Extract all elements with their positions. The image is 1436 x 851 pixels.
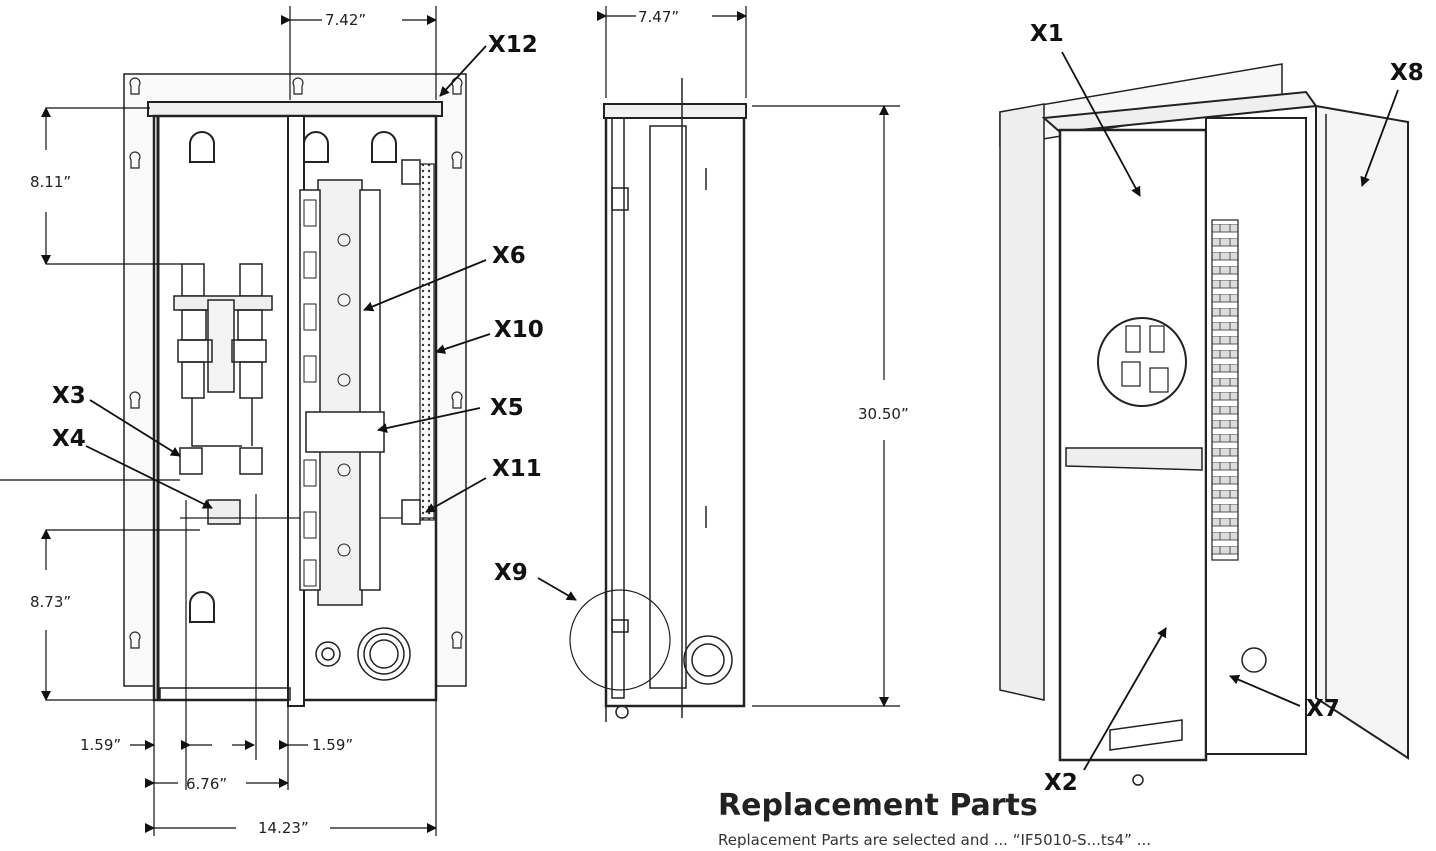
callout-x5: X5 [490,395,524,421]
dim-lower-height: 8.73” [30,593,71,611]
callout-x10: X10 [494,317,544,343]
callout-x6: X6 [492,243,526,269]
callout-leaders [85,45,1399,771]
dim-top-width-side: 7.47” [638,8,679,26]
side-view [569,78,747,722]
breaker-stack [299,179,385,606]
section-subtext: Replacement Parts are selected and ... “… [718,831,1152,849]
keyhole-slots [129,77,463,649]
front-dimension-lines [0,6,437,836]
dim-overall-height: 30.50” [858,405,909,423]
meter-socket-assembly [173,263,273,525]
callout-labels: X1 X2 X3 X4 X5 X6 X7 X8 X9 X10 X11 X12 [52,21,1424,796]
front-top-cap [147,101,443,117]
callout-x4: X4 [52,426,86,452]
dim-left-offset: 1.59” [80,736,121,754]
dim-inner-width: 6.76” [186,775,227,793]
callout-x2: X2 [1044,770,1078,796]
callout-x11: X11 [492,456,542,482]
dim-upper-height: 8.11” [30,173,71,191]
isometric-view [999,63,1409,786]
ground-bar [419,163,435,521]
front-view [123,73,467,707]
section-heading: Replacement Parts [718,788,1038,823]
iso-meter-opening [1097,317,1187,407]
detail-circle [569,589,671,691]
side-dimension-labels: 7.47” 30.50” [638,8,909,423]
iso-enclosure [1058,128,1208,762]
callout-x7: X7 [1306,696,1340,722]
front-dimension-labels: 7.42” 8.11” 8.73” 1.59” 1.59” 6.76” 14.2… [30,11,366,837]
iso-open-door [1315,104,1409,760]
callout-x3: X3 [52,383,86,409]
callout-x8: X8 [1390,60,1424,86]
callout-x9: X9 [494,560,528,586]
dim-top-width-front: 7.42” [325,11,366,29]
callout-x12: X12 [488,32,538,58]
iso-breaker-rack [1211,219,1239,561]
front-knockouts [189,131,397,623]
dim-right-offset: 1.59” [312,736,353,754]
side-dimension-lines [597,6,900,707]
callout-x1: X1 [1030,21,1064,47]
dim-overall-width: 14.23” [258,819,309,837]
side-enclosure [604,106,746,708]
